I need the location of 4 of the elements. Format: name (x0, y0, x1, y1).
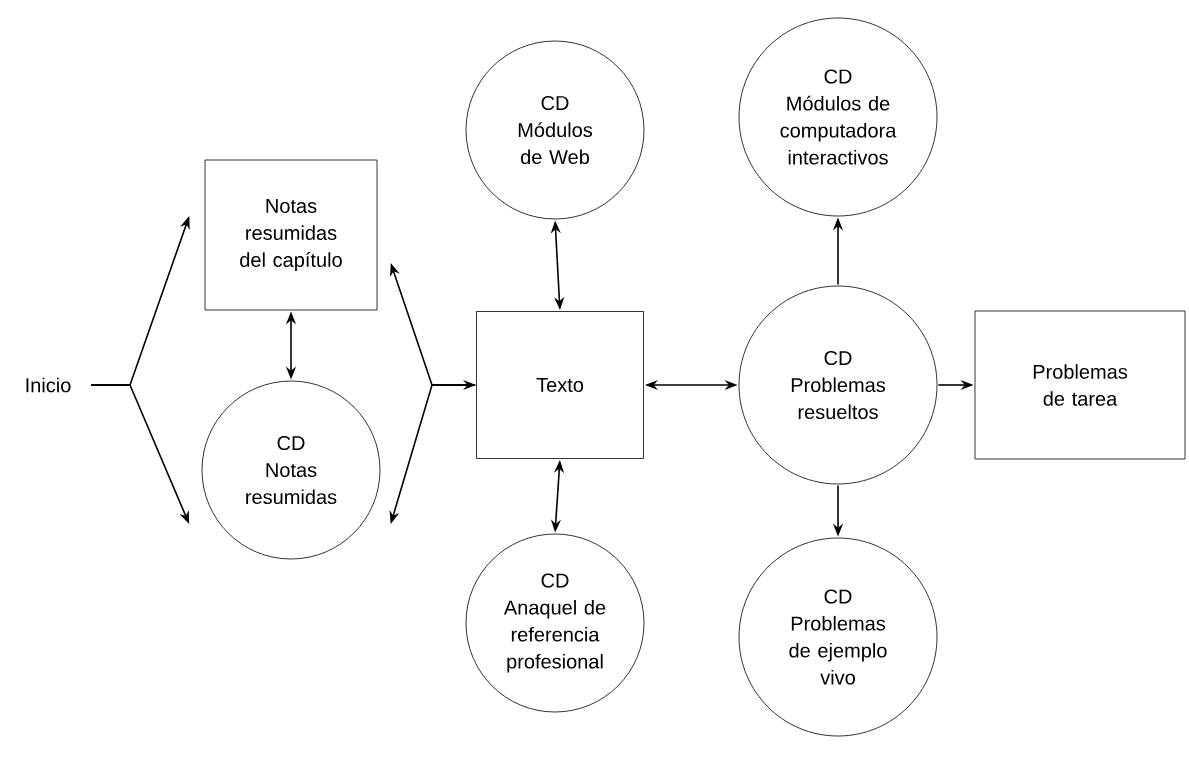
start-label: Inicio (26, 377, 71, 393)
process-box: Problemas de tarea (974, 310, 1186, 460)
process-box: Notas resumidas del capítulo (204, 159, 378, 311)
process-box: Texto (476, 311, 644, 459)
